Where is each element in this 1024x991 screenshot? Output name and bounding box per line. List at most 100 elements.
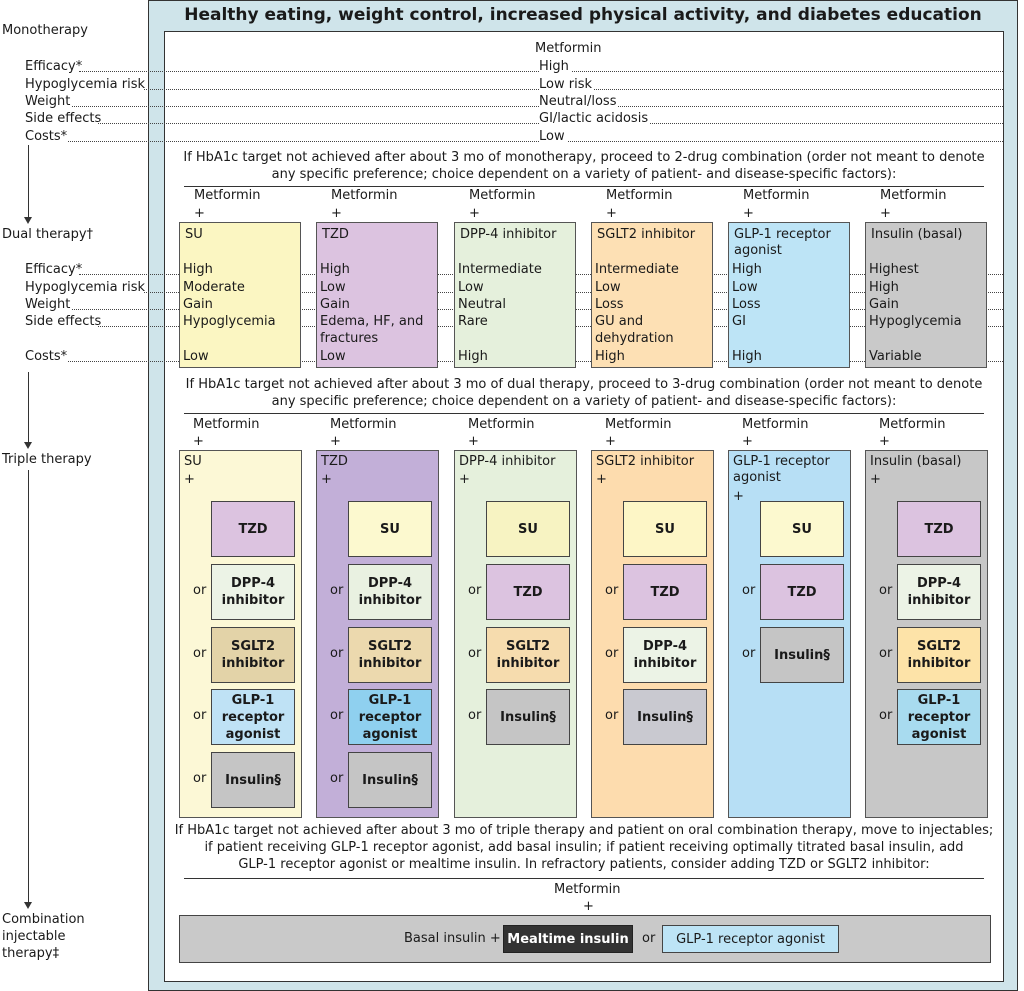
triple-column-plus: + [870,472,881,487]
dual-metformin-label: Metformin [194,188,261,203]
triple-or-label: or [193,646,207,661]
dual-cell-value: Gain [183,297,215,313]
dual-attr-efficacy: Efficacy* [25,262,83,277]
dual-plus-label: + [469,206,480,221]
triple-option-box: SU [623,501,707,557]
triple-plus-label: + [879,434,890,449]
triple-or-label: or [742,646,756,661]
dual-cell-value: Low [320,280,348,296]
triple-metformin-label: Metformin [879,417,946,432]
triple-or-label: or [605,646,619,661]
label-combination-2: injectable [2,929,66,944]
triple-option-box: SGLT2 inhibitor [897,627,981,683]
triple-or-label: or [193,583,207,598]
dual-column-title: DPP-4 inhibitor [460,227,557,242]
triple-plus-label: + [605,434,616,449]
mono-attr-side-effects: Side effects [25,111,102,126]
triple-option-box: SU [348,501,432,557]
triple-or-label: or [605,708,619,723]
dual-cell-value: Low [732,280,760,296]
triple-or-label: or [879,646,893,661]
dual-cell-value: Edema, HF, and [320,314,426,330]
triple-or-label: or [468,583,482,598]
dual-attr-weight: Weight [25,297,71,312]
triple-option-box: GLP-1 receptor agonist [897,689,981,745]
triple-column-title: TZD [321,454,348,469]
triple-column-title: SGLT2 inhibitor [596,454,695,469]
triple-or-label: or [742,583,756,598]
dual-metformin-label: Metformin [469,188,536,203]
dual-cell-value: Variable [869,349,924,365]
mono-value-side-effects: GI/lactic acidosis [539,111,651,127]
triple-option-box: SU [760,501,844,557]
triple-option-box: DPP-4 inhibitor [211,564,295,620]
triple-plus-label: + [193,434,204,449]
dual-cell-value: Intermediate [595,262,681,278]
dual-attr-side-effects: Side effects [25,314,102,329]
triple-column-plus: + [321,472,332,487]
triple-or-label: or [330,646,344,661]
triple-metformin-label: Metformin [742,417,809,432]
label-triple-therapy: Triple therapy [2,452,92,467]
dual-cell-value: Intermediate [458,262,544,278]
triple-option-box: DPP-4 inhibitor [623,627,707,683]
triple-option-box: TZD [897,501,981,557]
note-monotherapy-1: If HbA1c target not achieved after about… [183,150,985,165]
triple-option-box: Insulin§ [760,627,844,683]
dual-cell-value: Low [320,349,348,365]
triple-metformin-label: Metformin [330,417,397,432]
label-combination-3: therapy‡ [2,946,60,961]
mono-value-weight: Neutral/loss [539,94,619,110]
combo-mealtime-insulin: Mealtime insulin [503,925,633,953]
dual-column-title: Insulin (basal) [871,227,963,242]
arrow-down-icon [24,902,32,909]
triple-or-label: or [193,708,207,723]
triple-option-box: Insulin§ [348,752,432,808]
triple-column-plus: + [733,489,744,504]
triple-or-label: or [330,583,344,598]
triple-option-box: TZD [211,501,295,557]
mono-attr-efficacy: Efficacy* [25,59,83,74]
mono-attr-costs: Costs* [25,129,68,144]
dual-cell-value: Low [595,280,623,296]
dual-cell-value: Hypoglycemia [183,314,278,330]
dual-cell-value: High [732,262,764,278]
triple-or-label: or [879,708,893,723]
note-triple-2: if patient receiving GLP-1 receptor agon… [204,840,964,855]
triple-or-label: or [468,708,482,723]
arrow-line-2 [28,372,29,444]
dual-metformin-label: Metformin [880,188,947,203]
note-triple-1: If HbA1c target not achieved after about… [174,823,994,838]
triple-option-box: TZD [486,564,570,620]
triple-metformin-label: Metformin [193,417,260,432]
note-dual-1: If HbA1c target not achieved after about… [185,377,983,392]
mono-value-hypoglycemia: Low risk [539,77,594,93]
dual-plus-label: + [331,206,342,221]
dual-cell-value: High [183,262,215,278]
dual-attr-hypoglycemia: Hypoglycemia risk [25,280,146,295]
mono-value-costs: Low [539,129,567,145]
combo-metformin: Metformin [554,882,621,897]
triple-or-label: or [468,646,482,661]
triple-or-label: or [330,771,344,786]
mono-attr-weight: Weight [25,94,71,109]
dual-plus-label: + [880,206,891,221]
triple-option-box: SGLT2 inhibitor [486,627,570,683]
triple-option-box: SGLT2 inhibitor [348,627,432,683]
mono-value-efficacy: High [539,59,571,75]
triple-option-box: Insulin§ [623,689,707,745]
dual-cell-value: High [458,349,490,365]
triple-option-box: GLP-1 receptor agonist [211,689,295,745]
dual-cell-value: dehydration [595,331,676,347]
dual-cell-value: GU and [595,314,646,330]
dual-cell-value: Highest [869,262,921,278]
dual-cell-value: Gain [320,297,352,313]
triple-option-box: Insulin§ [211,752,295,808]
dual-cell-value: Neutral [458,297,508,313]
triple-metformin-label: Metformin [468,417,535,432]
dual-cell-value: Moderate [183,280,247,296]
triple-plus-label: + [330,434,341,449]
dual-metformin-label: Metformin [743,188,810,203]
triple-plus-label: + [468,434,479,449]
dual-cell-value: GI [732,314,748,330]
